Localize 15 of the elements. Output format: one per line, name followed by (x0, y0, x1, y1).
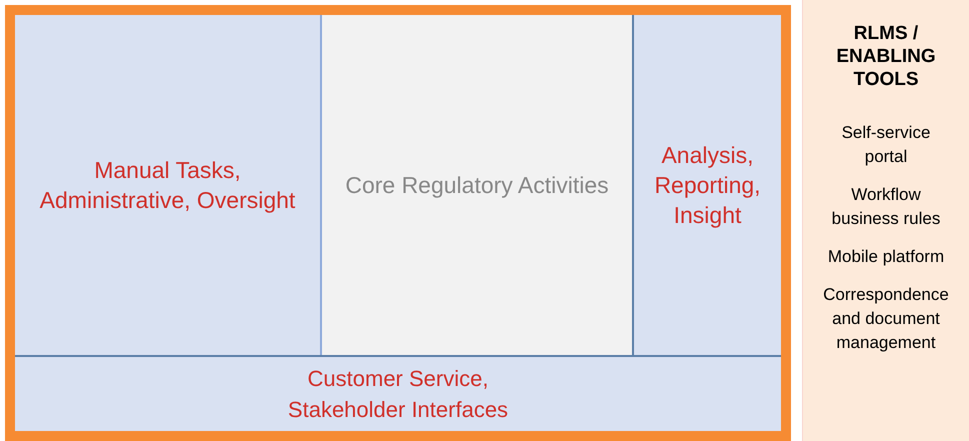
activity-panel (634, 15, 781, 355)
tool-item: Mobile platform (826, 246, 946, 268)
tools-panel (802, 0, 969, 441)
panel-label: Customer Service, Stakeholder Interfaces (286, 365, 510, 424)
panel-label: Analysis, Reporting, Insight (653, 141, 762, 230)
activity-panel (15, 355, 781, 431)
panel-label: Core Regulatory Activities (344, 171, 610, 200)
tool-item: Self-service portal (840, 122, 932, 168)
panel-label: Manual Tasks, Administrative, Oversight (38, 156, 296, 215)
activity-panel (15, 15, 322, 355)
tool-item: Correspondence and document management (822, 284, 950, 354)
panel-heading: RLMS / ENABLING TOOLS (835, 22, 937, 91)
core-panel (322, 15, 634, 355)
frame-box (5, 5, 791, 441)
tool-item: Workflow business rules (830, 184, 942, 230)
